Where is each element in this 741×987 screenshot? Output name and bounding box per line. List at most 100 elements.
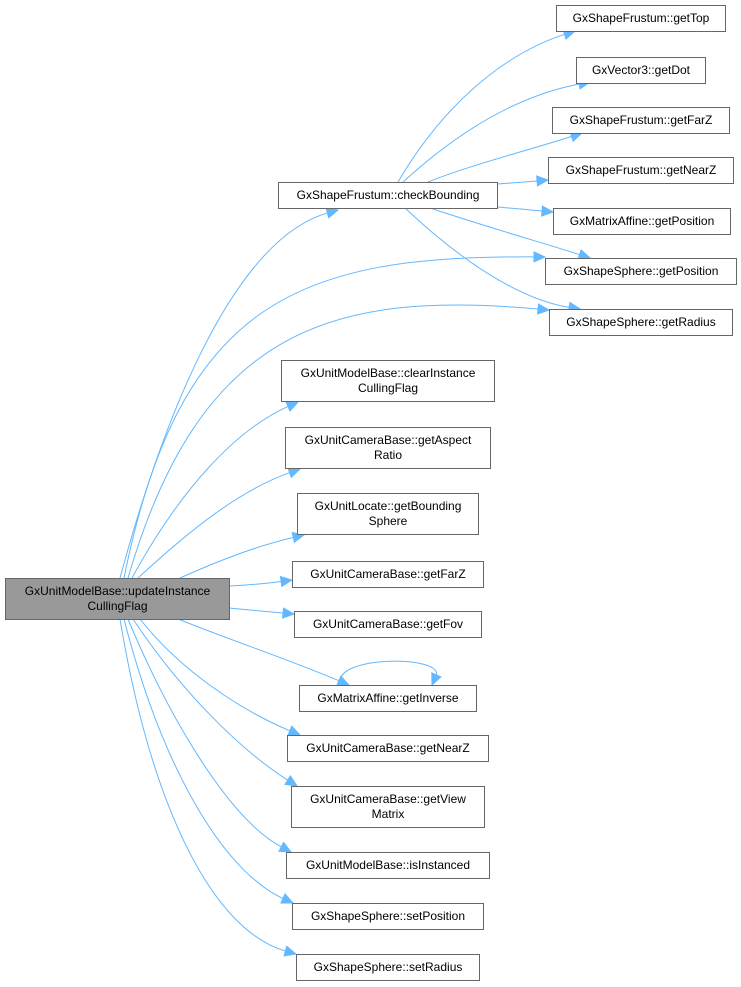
arrowhead-icon: [282, 607, 296, 619]
arrowhead-icon: [536, 175, 550, 187]
node-setRadius[interactable]: GxShapeSphere::setRadius: [296, 954, 480, 981]
edge-line: [397, 33, 566, 183]
node-box[interactable]: [296, 954, 480, 981]
edge-checkBounding-to-affineGetPosition: [496, 205, 555, 217]
node-label: GxUnitCameraBase::getView: [310, 792, 466, 806]
node-box[interactable]: [281, 360, 495, 402]
node-label: Sphere: [369, 514, 408, 528]
node-label: GxUnitCameraBase::getFarZ: [310, 567, 465, 581]
edge-line: [339, 660, 437, 686]
arrowhead-icon: [577, 248, 592, 260]
node-label: GxShapeFrustum::getFarZ: [570, 113, 713, 127]
arrowhead-icon: [283, 945, 298, 957]
node-label: CullingFlag: [87, 599, 147, 613]
node-label: GxMatrixAffine::getPosition: [570, 214, 715, 228]
node-getDot[interactable]: GxVector3::getDot: [576, 57, 706, 84]
edge-line: [123, 256, 536, 579]
node-sphereGetPosition[interactable]: GxShapeSphere::getPosition: [545, 258, 737, 285]
node-box[interactable]: [278, 182, 498, 209]
edge-line: [119, 212, 329, 579]
node-camGetNearZ[interactable]: GxUnitCameraBase::getNearZ: [287, 735, 489, 762]
arrowhead-icon: [280, 892, 295, 904]
node-getTop[interactable]: GxShapeFrustum::getTop: [556, 5, 726, 32]
node-label: GxUnitCameraBase::getFov: [313, 617, 463, 631]
edge-root-to-setRadius: [119, 618, 298, 957]
edge-line: [119, 618, 287, 952]
edge-root-to-camGetFov: [228, 607, 296, 619]
node-box[interactable]: [292, 561, 484, 588]
arrowhead-icon: [285, 401, 300, 412]
node-isInstanced[interactable]: GxUnitModelBase::isInstanced: [286, 852, 490, 879]
node-getInverse[interactable]: GxMatrixAffine::getInverse: [299, 685, 477, 712]
node-box[interactable]: [285, 427, 491, 469]
node-label: GxUnitModelBase::clearInstance: [301, 366, 476, 380]
arrowhead-icon: [287, 725, 302, 736]
node-label: GxShapeFrustum::getNearZ: [566, 163, 717, 177]
node-setPosition[interactable]: GxShapeSphere::setPosition: [292, 903, 484, 930]
edge-line: [228, 580, 283, 587]
node-box[interactable]: [576, 57, 706, 84]
node-label: GxUnitCameraBase::getAspect: [305, 433, 472, 447]
node-box[interactable]: [549, 309, 733, 336]
arrowhead-icon: [325, 207, 340, 219]
node-box[interactable]: [291, 786, 485, 828]
node-label: Matrix: [372, 807, 405, 821]
node-camGetFov[interactable]: GxUnitCameraBase::getFov: [294, 611, 482, 638]
node-checkBounding[interactable]: GxShapeFrustum::checkBounding: [278, 182, 498, 209]
node-frustumGetNearZ[interactable]: GxShapeFrustum::getNearZ: [548, 157, 734, 184]
edge-checkBounding-to-sphereGetPosition: [429, 207, 592, 260]
node-box[interactable]: [287, 735, 489, 762]
edge-line: [131, 405, 290, 579]
edge-line: [139, 618, 291, 732]
node-label: GxShapeSphere::setPosition: [311, 909, 465, 923]
node-label: GxVector3::getDot: [592, 63, 691, 77]
node-label: GxUnitCameraBase::getNearZ: [306, 741, 469, 755]
edge-line: [496, 180, 539, 185]
edge-line: [427, 135, 573, 183]
edge-root-to-sphereGetRadius: [127, 303, 551, 579]
node-box[interactable]: [548, 157, 734, 184]
edge-line: [132, 618, 289, 782]
node-box[interactable]: [299, 685, 477, 712]
node-box[interactable]: [556, 5, 726, 32]
edge-root-to-getView: [132, 618, 299, 787]
node-label: GxMatrixAffine::getInverse: [317, 691, 458, 705]
edge-line: [127, 304, 540, 579]
node-box[interactable]: [552, 107, 730, 134]
node-label: GxUnitModelBase::isInstanced: [306, 858, 470, 872]
edge-line: [177, 618, 340, 682]
edge-line: [179, 536, 295, 579]
node-label: GxUnitModelBase::updateInstance: [25, 584, 211, 598]
edge-line: [123, 618, 285, 900]
edge-getInverse-to-getInverse: [339, 660, 442, 687]
node-box[interactable]: [545, 258, 737, 285]
node-box[interactable]: [297, 493, 479, 535]
node-affineGetPosition[interactable]: GxMatrixAffine::getPosition: [553, 208, 731, 235]
edge-line: [496, 206, 544, 212]
edge-root-to-sphereGetPosition: [123, 251, 547, 579]
node-box[interactable]: [553, 208, 731, 235]
node-box[interactable]: [292, 903, 484, 930]
edge-root-to-setPosition: [123, 618, 295, 904]
edge-root-to-camGetFarZ: [228, 575, 294, 588]
node-label: GxShapeSphere::getRadius: [566, 315, 715, 329]
node-label: GxShapeSphere::setRadius: [314, 960, 463, 974]
node-camGetFarZ[interactable]: GxUnitCameraBase::getFarZ: [292, 561, 484, 588]
node-clearInstance[interactable]: GxUnitModelBase::clearInstanceCullingFla…: [281, 360, 495, 402]
node-frustumGetFarZ[interactable]: GxShapeFrustum::getFarZ: [552, 107, 730, 134]
edge-root-to-checkBounding: [119, 207, 340, 579]
node-label: GxShapeSphere::getPosition: [564, 264, 719, 278]
edge-line: [228, 607, 285, 614]
node-box[interactable]: [5, 578, 230, 620]
node-root[interactable]: GxUnitModelBase::updateInstanceCullingFl…: [5, 578, 230, 620]
node-box[interactable]: [294, 611, 482, 638]
edge-line: [127, 618, 283, 848]
node-box[interactable]: [286, 852, 490, 879]
arrowhead-icon: [278, 841, 293, 853]
node-sphereGetRadius[interactable]: GxShapeSphere::getRadius: [549, 309, 733, 336]
node-label: GxShapeFrustum::checkBounding: [297, 188, 480, 202]
